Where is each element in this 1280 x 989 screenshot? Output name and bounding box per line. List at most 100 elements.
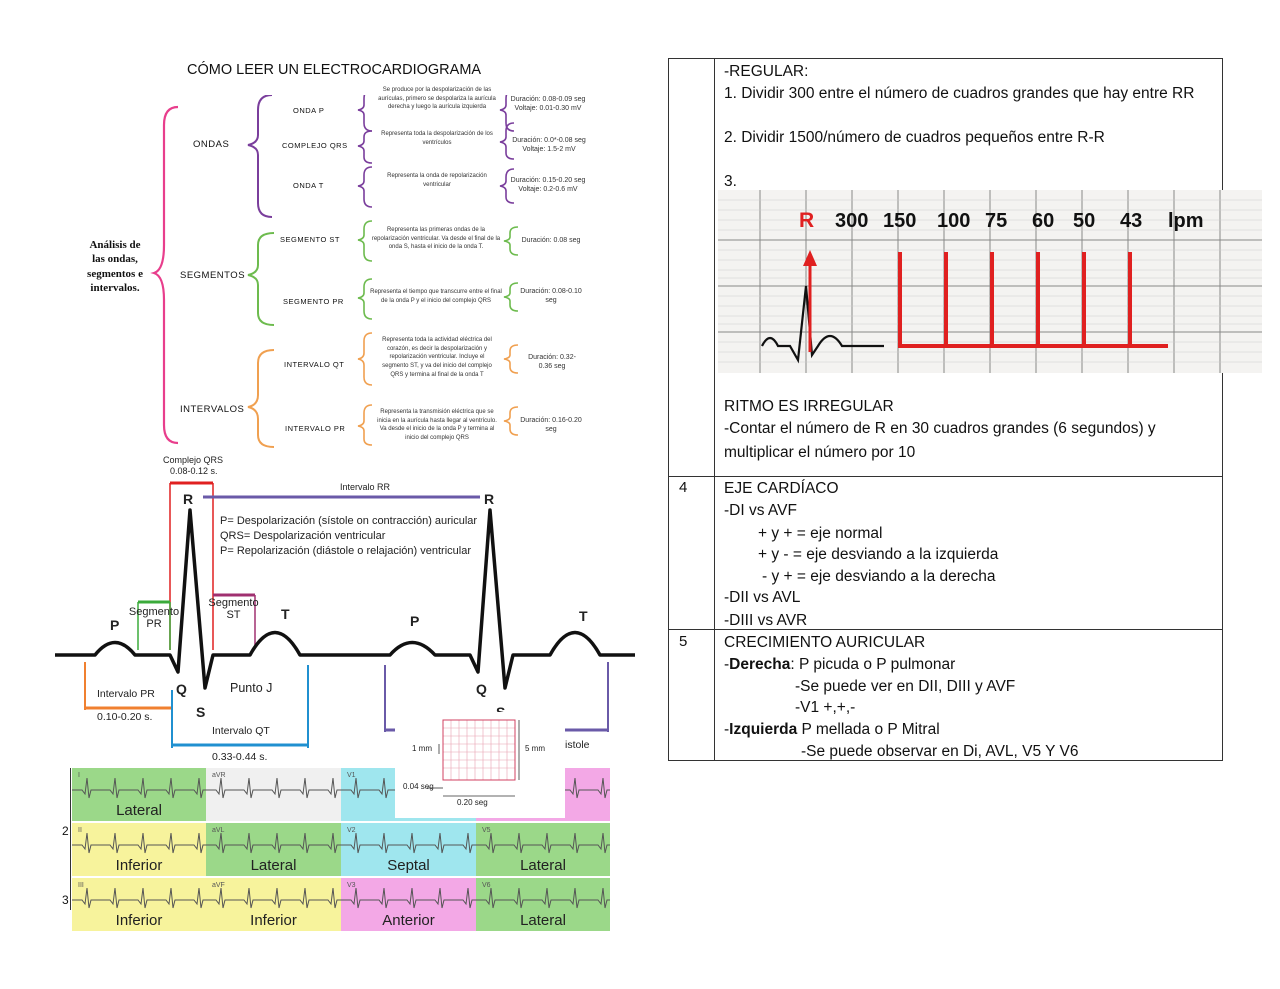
lead-region-label: Septal xyxy=(387,857,430,874)
lead-region-label: Lateral xyxy=(116,802,162,819)
dur-intervalo-pr: Duración: 0.16-0.20 seg xyxy=(520,417,582,434)
lead-region-label: Inferior xyxy=(250,912,297,929)
row5-derecha-text: : P picuda o P pulmonar xyxy=(790,656,956,673)
lead-name: V5 xyxy=(482,827,491,834)
lead-name: V3 xyxy=(347,882,356,889)
lead-cell: II Inferior xyxy=(72,823,206,876)
row3-line-5: RITMO ES IRREGULAR xyxy=(724,398,894,415)
item-segmento-pr: SEGMENTO PR xyxy=(283,297,344,306)
lead-name: V2 xyxy=(347,827,356,834)
legend-line-1: P= Despolarización (sístole on contracci… xyxy=(220,515,478,527)
wave-r-1: R xyxy=(183,491,194,507)
qrs-value: 0.08-0.12 s. xyxy=(170,466,218,476)
item-intervalo-qt: INTERVALO QT xyxy=(284,360,345,369)
twelve-lead-grid: ILateralaVRV1SV4rIIInferioraVLLateralV2S… xyxy=(72,768,610,931)
desc-intervalo-qt: Representa toda la actividad eléctrica d… xyxy=(382,337,492,378)
table-column-divider xyxy=(714,59,715,760)
strip-rate-75: 75 xyxy=(985,210,1008,232)
lead-region-label: Inferior xyxy=(115,912,163,929)
strip-rate-60: 60 xyxy=(1032,210,1055,232)
wave-r-2: R xyxy=(484,491,495,507)
legend-line-2: QRS= Despolarización ventricular xyxy=(220,530,386,542)
strip-rate-100: 100 xyxy=(937,210,971,232)
lead-trace-path xyxy=(206,832,341,854)
lead-trace-path xyxy=(341,887,476,909)
wave-p-1: P xyxy=(110,617,120,633)
row5-line-2: -Derecha: P picuda o P pulmonar xyxy=(724,654,955,676)
legend-line-3: P= Repolarización (diástole o relajación… xyxy=(220,545,471,557)
lead-cell: aVF Inferior xyxy=(206,878,341,931)
desc-onda-p: Se produce por la despolarización de las… xyxy=(378,87,496,111)
row5-dash-1: - xyxy=(724,656,730,673)
desc-onda-t: Representa la onda de repolarización ven… xyxy=(387,173,487,188)
row4-line-4: + y - = eje desviando a la izquierda xyxy=(758,546,999,563)
table-row-divider-5 xyxy=(669,629,1222,630)
lead-name: V6 xyxy=(482,882,491,889)
row5-izquierda: Izquierda xyxy=(729,721,798,738)
lead-name: I xyxy=(78,772,80,779)
row3-line-2: 1. Dividir 300 entre el número de cuadro… xyxy=(724,85,1195,102)
lead-name: V1 xyxy=(347,772,356,779)
row4-line-7: -DIII vs AVR xyxy=(724,612,808,629)
wave-q-1: Q xyxy=(176,681,187,697)
segment-st-label: Segmento ST xyxy=(208,597,259,621)
item-onda-p: ONDA P xyxy=(293,106,325,115)
desc-segmento-pr: Representa el tiempo que transcurre entr… xyxy=(370,289,502,304)
row4-line-3: + y + = eje normal xyxy=(758,525,883,542)
lead-trace xyxy=(206,832,341,854)
lead-trace xyxy=(341,887,476,909)
lead-trace-path xyxy=(72,777,206,799)
row5-izquierda-text: P mellada o P Mitral xyxy=(797,721,940,738)
row5-line-6: -Se puede observar en Di, AVL, V5 Y V6 xyxy=(801,743,1079,760)
mindmap-brackets xyxy=(150,95,519,448)
lead-name: II xyxy=(78,827,82,834)
lead-name: aVF xyxy=(212,882,225,889)
wave-q-2: Q xyxy=(476,681,487,697)
lead-trace xyxy=(206,887,341,909)
lead-trace-path xyxy=(206,777,341,799)
ecg-reading-table: -REGULAR: 1. Dividir 300 entre el número… xyxy=(668,58,1223,761)
row3-line-4: 3. xyxy=(724,173,737,190)
lead-region-label: Anterior xyxy=(382,912,435,929)
desc-complejo-qrs: Representa toda la despolarización de lo… xyxy=(381,131,493,146)
row-number-3: 3 xyxy=(62,893,69,907)
row3-line-1: -REGULAR: xyxy=(724,63,809,80)
punto-j-label: Punto J xyxy=(230,681,273,695)
lead-trace xyxy=(476,887,610,909)
ecg-wave-svg xyxy=(55,481,635,748)
grid-020-label: 0.20 seg xyxy=(457,798,488,807)
lead-region-label: Inferior xyxy=(115,857,163,874)
lead-trace xyxy=(72,887,206,909)
pr-interval-label: Intervalo PR xyxy=(97,688,155,700)
grid-paper-inset: 1 mm 5 mm 0.04 seg 0.20 seg xyxy=(395,712,565,818)
lead-region-label: Lateral xyxy=(520,857,566,874)
qt-interval-value: 0.33-0.44 s. xyxy=(212,751,268,763)
row5-line-5: -Izquierda P mellada o P Mitral xyxy=(724,719,940,741)
row5-number: 5 xyxy=(679,633,688,650)
strip-r-label: R xyxy=(799,209,815,232)
wave-s-1: S xyxy=(196,704,206,720)
row4-line-1: EJE CARDÍACO xyxy=(724,480,839,497)
lead-cell: aVR xyxy=(206,768,341,821)
rr-label: Intervalo RR xyxy=(340,482,391,492)
dur-segmento-st: Duración: 0.08 seg xyxy=(521,237,581,244)
grid-1mm-label: 1 mm xyxy=(412,744,432,753)
row4-line-5: - y + = eje desviando a la derecha xyxy=(762,568,996,585)
grid-5mm-label: 5 mm xyxy=(525,744,545,753)
group-label-ondas: ONDAS xyxy=(193,139,230,150)
row3-line-6: -Contar el número de R en 30 cuadros gra… xyxy=(724,420,1156,437)
row4-line-6: -DII vs AVL xyxy=(724,589,801,606)
row-number-2: 2 xyxy=(62,824,69,838)
lead-trace-path xyxy=(72,832,206,854)
dur-onda-p: Duración: 0.08-0.09 seg Voltaje: 0.01-0.… xyxy=(510,96,586,113)
lead-trace-path xyxy=(476,832,610,854)
qt-interval-label: Intervalo QT xyxy=(212,725,270,737)
lead-trace xyxy=(341,832,476,854)
dur-complejo-qrs: Duración: 0.0*-0.08 seg Voltaje: 1.5-2 m… xyxy=(512,137,586,154)
qrs-label: Complejo QRS xyxy=(163,455,224,465)
lead-trace-path xyxy=(72,887,206,909)
grid-left-border xyxy=(70,768,71,910)
segment-pr-label: Segmento PR xyxy=(128,606,180,630)
